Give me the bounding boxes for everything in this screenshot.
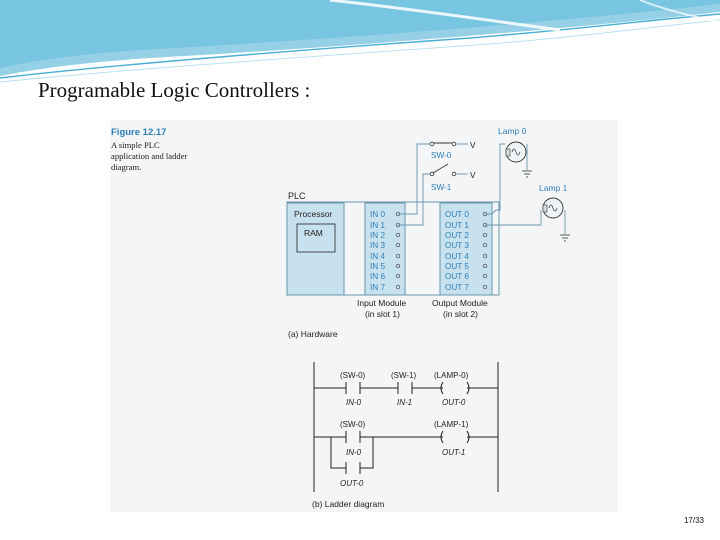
ladder-label: (SW-0) <box>340 371 366 380</box>
ladder-label: (LAMP-0) <box>434 371 469 380</box>
input-label: IN 2 <box>370 231 385 240</box>
input-label: IN 5 <box>370 262 385 271</box>
header-swoosh <box>0 0 720 83</box>
ladder-address: OUT-1 <box>442 448 465 457</box>
input-label: IN 1 <box>370 221 385 230</box>
supply-label: V <box>470 171 476 180</box>
page-number: 17/33 <box>683 516 704 525</box>
lamp-0-label: Lamp 0 <box>498 126 527 136</box>
ladder-address: OUT-0 <box>442 398 466 407</box>
output-label: OUT 7 <box>445 283 469 292</box>
plc-label: PLC <box>288 191 306 201</box>
rung-2: (SW-0) (LAMP-1) IN-0 OUT-1 OUT-0 <box>340 420 469 488</box>
supply-label: V <box>470 141 476 150</box>
input-label: IN 3 <box>370 241 385 250</box>
output-label: OUT 0 <box>445 210 469 219</box>
lamp-1-icon <box>542 197 564 219</box>
input-module-block <box>364 202 406 296</box>
output-label: OUT 3 <box>445 241 469 250</box>
lamp-0-icon <box>505 141 527 163</box>
processor-label: Processor <box>294 209 332 219</box>
ladder-address: IN-0 <box>346 448 362 457</box>
slide-title: Programable Logic Controllers : <box>38 78 311 102</box>
switch-wiring <box>398 143 566 234</box>
figure-caption: A simple PLC application and ladder diag… <box>111 140 188 172</box>
ladder-caption: (b) Ladder diagram <box>312 499 384 509</box>
output-label: OUT 5 <box>445 262 469 271</box>
input-module-caption: Input Module <box>357 298 406 308</box>
output-module-caption: Output Module <box>432 298 488 308</box>
input-module-caption: (in slot 1) <box>365 309 400 319</box>
ladder-label: (LAMP-1) <box>434 420 469 429</box>
processor-block <box>286 202 345 296</box>
switch-sw-1 <box>429 163 457 177</box>
output-module-block <box>439 202 493 296</box>
output-label: OUT 1 <box>445 221 469 230</box>
hardware-caption: (a) Hardware <box>288 329 338 339</box>
ground-icon <box>522 170 532 178</box>
output-label: OUT 4 <box>445 252 469 261</box>
figure-heading: Figure 12.17 A simple PLC application an… <box>111 127 191 173</box>
ground-icon <box>560 234 570 242</box>
figure-label: Figure 12.17 <box>111 127 167 138</box>
figure-panel <box>110 120 618 512</box>
switch-label-sw-0: SW-0 <box>431 151 452 160</box>
output-label: OUT 6 <box>445 272 469 281</box>
ladder-label: (SW-1) <box>391 371 417 380</box>
switch-label-sw-1: SW-1 <box>431 183 452 192</box>
input-terminals: IN 0 IN 1 IN 2 IN 3 IN 4 IN 5 IN 6 IN 7 <box>370 210 401 292</box>
ladder-address: IN-0 <box>346 398 362 407</box>
input-label: IN 4 <box>370 252 385 261</box>
ladder-label: (SW-0) <box>340 420 366 429</box>
switch-sw-0 <box>429 141 457 147</box>
ram-label: RAM <box>304 228 323 238</box>
input-label: IN 7 <box>370 283 385 292</box>
ram-block <box>296 223 336 253</box>
output-label: OUT 2 <box>445 231 469 240</box>
output-module-caption: (in slot 2) <box>443 309 478 319</box>
input-label: IN 0 <box>370 210 385 219</box>
ladder-address: OUT-0 <box>340 479 364 488</box>
rung-1: (SW-0) (SW-1) (LAMP-0) IN-0 IN-1 OUT-0 <box>340 371 469 407</box>
input-label: IN 6 <box>370 272 385 281</box>
ladder-address: IN-1 <box>397 398 412 407</box>
ladder-diagram <box>313 362 499 492</box>
lamp-1-label: Lamp 1 <box>539 183 568 193</box>
